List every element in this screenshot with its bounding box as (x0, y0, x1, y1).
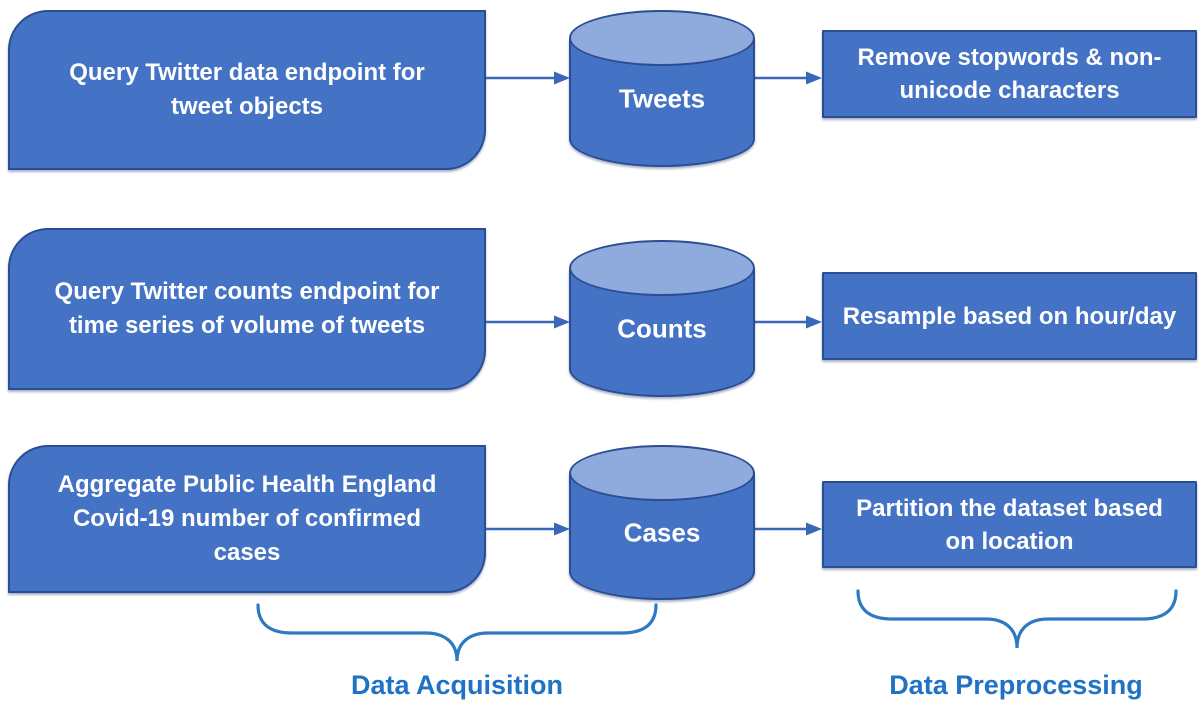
datastore-counts: Counts (569, 240, 755, 397)
arrow-right-icon (754, 522, 822, 536)
cylinder-top (569, 10, 755, 66)
arrow-right-icon (754, 71, 822, 85)
cylinder-top (569, 445, 755, 501)
datastore-cases: Cases (569, 445, 755, 600)
source-box-cases: Aggregate Public Health England Covid-19… (8, 445, 486, 593)
source-box-tweets-label: Query Twitter data endpoint for tweet ob… (69, 59, 425, 120)
arrow-right-icon (486, 522, 570, 536)
process-box-resample: Resample based on hour/day (822, 272, 1197, 360)
brace-data-acquisition-icon (256, 603, 658, 662)
source-box-tweets: Query Twitter data endpoint for tweet ob… (8, 10, 486, 170)
cylinder-body (569, 473, 755, 600)
source-box-counts: Query Twitter counts endpoint for time s… (8, 228, 486, 390)
group-label-data-preprocessing: Data Preprocessing (889, 670, 1143, 700)
process-box-stopwords: Remove stopwords & non-unicode character… (822, 30, 1197, 118)
process-box-partition: Partition the dataset based on location (822, 481, 1197, 568)
datastore-counts-label: Counts (617, 313, 707, 344)
arrow-right-icon (486, 71, 570, 85)
process-box-stopwords-label: Remove stopwords & non-unicode character… (857, 44, 1162, 104)
group-label-data-acquisition: Data Acquisition (350, 670, 564, 700)
brace-data-preprocessing-icon (856, 589, 1178, 649)
datastore-tweets: Tweets (569, 10, 755, 167)
process-box-resample-label: Resample based on hour/day (842, 302, 1177, 330)
source-box-counts-label: Query Twitter counts endpoint for time s… (54, 278, 440, 339)
arrow-right-icon (754, 315, 822, 329)
process-box-partition-label: Partition the dataset based on location (856, 494, 1163, 555)
source-box-cases-label: Aggregate Public Health England Covid-19… (57, 471, 437, 566)
datastore-tweets-label: Tweets (618, 83, 706, 114)
cylinder-top (569, 240, 755, 296)
datastore-cases-label: Cases (623, 517, 701, 548)
arrow-right-icon (486, 315, 570, 329)
